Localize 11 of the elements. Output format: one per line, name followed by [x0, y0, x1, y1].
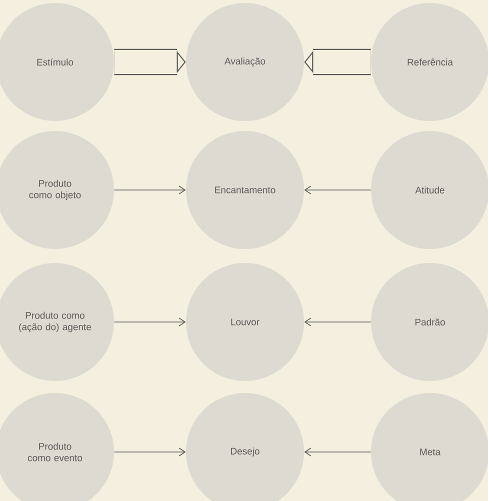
arrow — [114, 318, 186, 326]
circle-node: Avaliação — [186, 3, 304, 121]
block-arrow — [304, 48, 371, 76]
arrow — [304, 186, 372, 194]
block-arrow — [114, 48, 186, 76]
arrow — [114, 186, 186, 194]
circle-node: Encantamento — [186, 131, 304, 249]
arrow — [304, 318, 372, 326]
arrow — [304, 448, 372, 456]
arrow — [114, 448, 186, 456]
circle-node: Louvor — [186, 263, 304, 381]
